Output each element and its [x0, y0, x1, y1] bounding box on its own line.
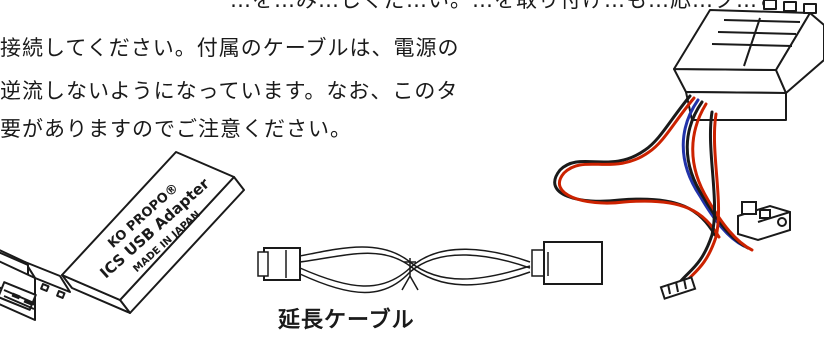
body-text-line-2: 逆流しないようになっています。なお、このタ	[0, 79, 459, 103]
extension-cable-caption: 延長ケーブル	[277, 307, 415, 333]
body-text-line-3: 要がありますのでご注意ください。	[0, 117, 352, 141]
end-connector	[659, 276, 697, 300]
power-switch	[737, 201, 791, 242]
power-connector-box	[673, 0, 824, 121]
body-text-line-partial: …を…み…しくだ…い。…を取り付け…も…応…ク…と	[230, 0, 780, 12]
body-text-line-1: 接続してください。付属のケーブルは、電源の	[0, 36, 460, 60]
power-wires	[553, 94, 754, 286]
extension-cable	[257, 241, 603, 294]
usb-adapter	[0, 151, 245, 321]
